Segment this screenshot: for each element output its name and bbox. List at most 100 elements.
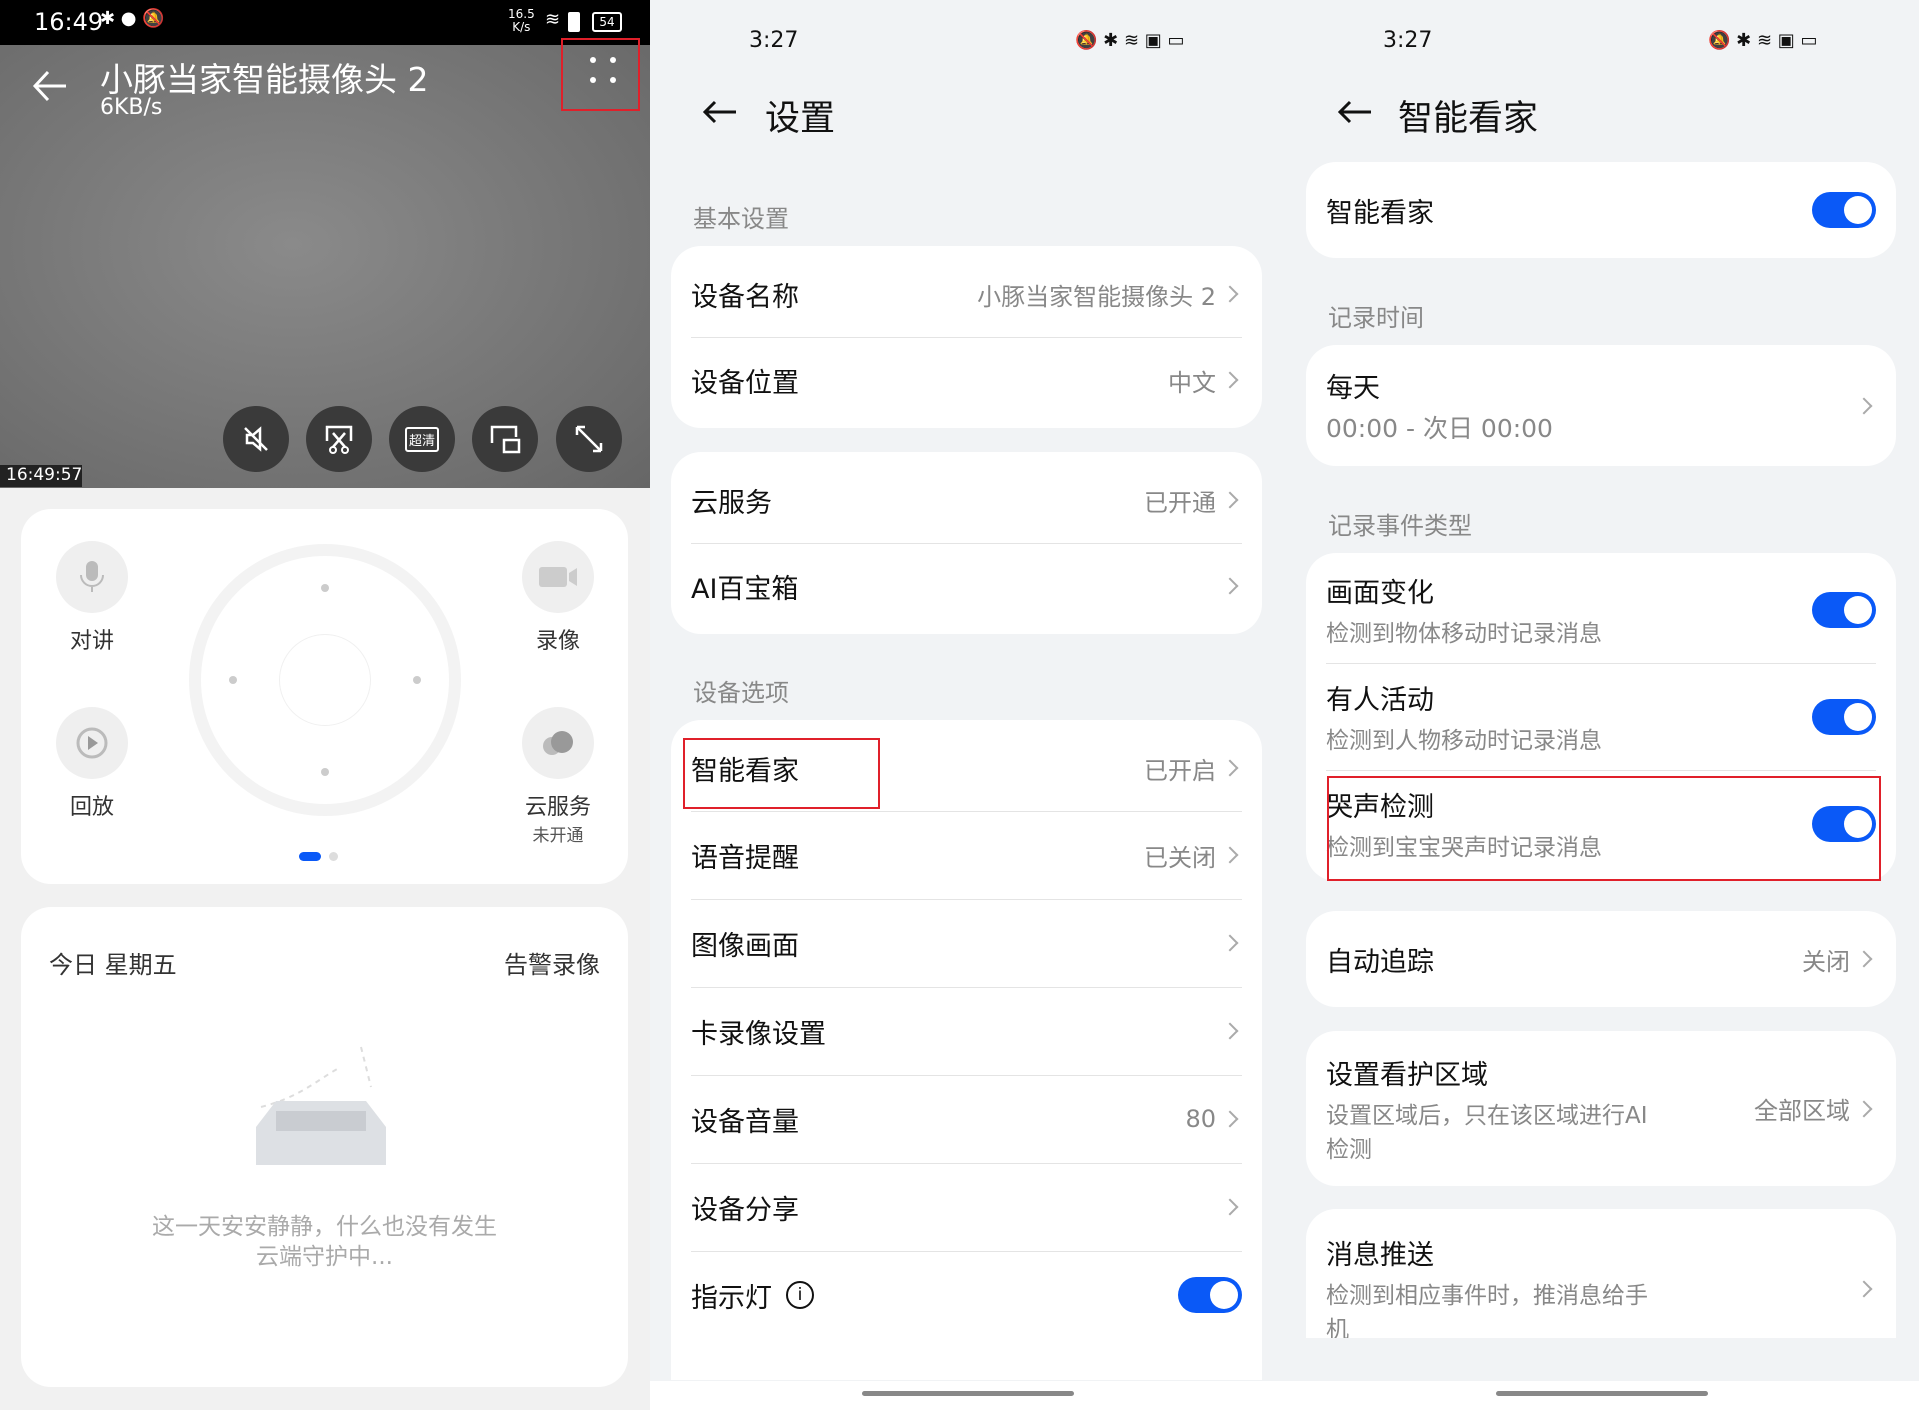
battery-icon: 54 [592, 12, 622, 32]
page-indicator-active[interactable] [299, 852, 321, 861]
row-label: 消息推送 [1326, 1240, 1434, 1271]
alert-icon [568, 12, 580, 32]
cloud-service-button[interactable]: 云服务未开通 [503, 707, 613, 846]
chevron-right-icon [1221, 285, 1239, 303]
empty-box-illustration [256, 1046, 386, 1165]
back-arrow-icon[interactable] [1337, 100, 1371, 124]
row-value: 已关闭 [1144, 843, 1216, 872]
row-label: 设备名称 [691, 281, 799, 313]
chevron-right-icon [1221, 934, 1239, 952]
event-types-card: 画面变化检测到物体移动时记录消息 有人活动检测到人物移动时记录消息 哭声检测检测… [1306, 553, 1896, 881]
chevron-right-icon [1221, 371, 1239, 389]
info-icon[interactable]: i [786, 1281, 814, 1309]
tracking-card: 自动追踪 关闭 [1306, 911, 1896, 1007]
motion-event-row: 画面变化检测到物体移动时记录消息 [1306, 556, 1896, 663]
sd-recording-row[interactable]: 卡录像设置 [671, 987, 1262, 1075]
page-title: 设置 [765, 99, 836, 139]
alarm-recording-link[interactable]: 告警录像 [504, 951, 600, 979]
navigation-bar [650, 1381, 1285, 1410]
push-row[interactable]: 消息推送检测到相应事件时，推消息给手机 [1306, 1209, 1896, 1338]
zone-card: 设置看护区域设置区域后，只在该区域进行AI检测全部区域 [1306, 1031, 1896, 1186]
row-label: 哭声检测 [1326, 792, 1434, 823]
cloud-icon [522, 707, 594, 779]
smart-guard-row[interactable]: 智能看家已开启 [671, 725, 1262, 811]
row-value: 已开通 [1144, 488, 1216, 517]
home-indicator[interactable] [1496, 1391, 1708, 1396]
pip-button[interactable] [472, 406, 538, 472]
row-sub: 检测到宝宝哭声时记录消息 [1326, 835, 1602, 861]
playback-button[interactable]: 回放 [37, 707, 147, 821]
ptz-center[interactable] [279, 634, 371, 726]
status-time: 3:27 [1383, 28, 1433, 53]
row-label: 自动追踪 [1326, 946, 1434, 978]
row-label: 图像画面 [691, 930, 799, 962]
video-feed[interactable]: 小豚当家智能摄像头 2 6KB/s 超清 16:49:57 [0, 38, 650, 488]
row-value: 小豚当家智能摄像头 2 [977, 282, 1216, 311]
fullscreen-icon [575, 425, 603, 453]
status-time: 16:49 [34, 8, 104, 36]
quality-button[interactable]: 超清 [389, 406, 455, 472]
page-indicator[interactable] [329, 852, 338, 861]
playback-label: 回放 [69, 795, 114, 820]
mute-icon [244, 426, 268, 452]
talk-button[interactable]: 对讲 [37, 541, 147, 655]
mute-button[interactable] [223, 406, 289, 472]
microphone-icon [56, 541, 128, 613]
smart-guard-toggle-card: 智能看家 [1306, 162, 1896, 258]
row-label: 设备分享 [691, 1194, 799, 1226]
record-button[interactable]: 录像 [503, 541, 613, 655]
highlight-box [1327, 776, 1881, 881]
ai-toolbox-row[interactable]: AI百宝箱 [671, 543, 1262, 629]
row-label: 设备音量 [691, 1106, 799, 1138]
push-card: 消息推送检测到相应事件时，推消息给手机 [1306, 1209, 1896, 1338]
navigation-bar [1285, 1381, 1919, 1410]
row-value: 全部区域 [1754, 1097, 1850, 1125]
date-label: 今日 星期五 [49, 951, 177, 979]
video-camera-icon [522, 541, 594, 613]
back-arrow-icon[interactable] [32, 69, 68, 103]
more-menu-icon[interactable] [590, 57, 616, 83]
motion-toggle[interactable] [1812, 591, 1876, 628]
device-location-row[interactable]: 设备位置中文 [671, 337, 1262, 423]
indicator-light-toggle[interactable] [1178, 1277, 1242, 1313]
bitrate: 6KB/s [100, 95, 163, 120]
highlight-box [561, 38, 640, 111]
row-value: 关闭 [1802, 947, 1850, 976]
back-arrow-icon[interactable] [702, 100, 736, 124]
screenshot-button[interactable] [306, 406, 372, 472]
auto-tracking-row[interactable]: 自动追踪 关闭 [1306, 911, 1896, 1007]
device-share-row[interactable]: 设备分享 [671, 1163, 1262, 1251]
person-toggle[interactable] [1812, 698, 1876, 735]
empty-sub-message: 云端守护中... [256, 1244, 393, 1270]
cry-detection-toggle[interactable] [1812, 805, 1876, 842]
cry-detection-row: 哭声检测检测到宝宝哭声时记录消息 [1306, 770, 1896, 877]
fullscreen-button[interactable] [556, 406, 622, 472]
section-device-options: 设备选项 [693, 679, 789, 707]
image-settings-row[interactable]: 图像画面 [671, 899, 1262, 987]
basic-settings-card: 设备名称 小豚当家智能摄像头 2 设备位置中文 [671, 246, 1262, 428]
cloud-service-row[interactable]: 云服务已开通 [671, 457, 1262, 543]
row-label: 语音提醒 [691, 842, 799, 874]
section-record-time: 记录时间 [1328, 304, 1424, 332]
guard-zone-row[interactable]: 设置看护区域设置区域后，只在该区域进行AI检测全部区域 [1306, 1031, 1896, 1186]
device-name-row[interactable]: 设备名称 小豚当家智能摄像头 2 [671, 251, 1262, 337]
row-label: 指示灯 [691, 1282, 772, 1314]
chevron-right-icon [1855, 397, 1873, 414]
settings-screen: 3:27 🔕 ✱ ≋ ▣ ▭ 设置 基本设置 设备名称小豚当家智能摄像头 2 设… [650, 0, 1285, 1410]
ptz-joystick[interactable] [189, 544, 461, 816]
home-indicator[interactable] [861, 1391, 1074, 1396]
indicator-light-row: 指示灯 i [671, 1251, 1262, 1339]
camera-title: 小豚当家智能摄像头 2 [100, 60, 429, 99]
row-label: 卡录像设置 [691, 1018, 826, 1050]
row-label: AI百宝箱 [691, 573, 799, 605]
smart-guard-toggle[interactable] [1812, 192, 1876, 228]
cloud-status: 未开通 [532, 826, 584, 846]
row-label: 设置看护区域 [1326, 1060, 1488, 1091]
voice-reminder-row[interactable]: 语音提醒 已关闭 [671, 811, 1262, 899]
